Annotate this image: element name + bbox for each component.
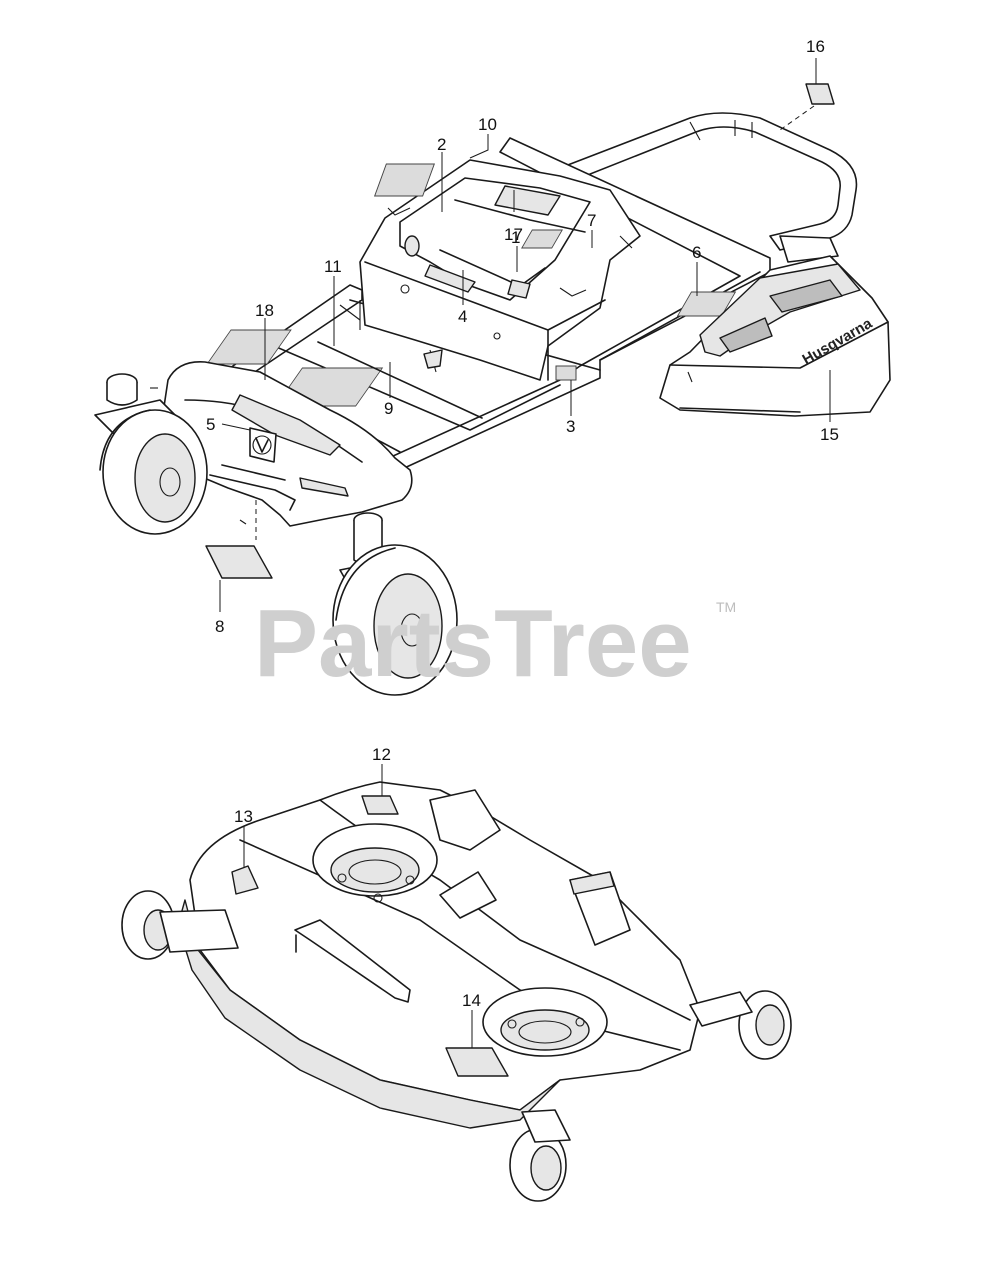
chassis-frame-assembly: Husqvarna	[94, 83, 891, 696]
callout-9: 9	[384, 399, 393, 418]
side-fender-cover: Husqvarna	[659, 255, 891, 417]
deck-wheel-front	[509, 1109, 571, 1202]
callout-leaders	[219, 58, 831, 1048]
callout-1: 1	[511, 228, 520, 247]
callout-5: 5	[206, 415, 215, 434]
watermark-text: PartsTree	[254, 590, 692, 697]
callout-16: 16	[806, 37, 825, 56]
decal-8	[205, 545, 273, 579]
callout-10: 10	[478, 115, 497, 134]
decal-11	[206, 329, 292, 365]
watermark-trademark: TM	[716, 599, 736, 615]
front-left-caster	[94, 373, 208, 535]
callout-4: 4	[458, 307, 467, 326]
callout-7: 7	[587, 211, 596, 230]
callout-3: 3	[566, 417, 575, 436]
deck-wheel-left	[121, 890, 239, 960]
decal-10	[373, 163, 435, 197]
deck-wheel-right-rear	[689, 990, 792, 1060]
center-hood	[359, 159, 641, 381]
callout-14: 14	[462, 991, 481, 1010]
decal-13	[231, 865, 259, 895]
watermark: PartsTree TM	[254, 590, 736, 697]
front-bumper	[161, 361, 413, 527]
callout-12: 12	[372, 745, 391, 764]
callout-8: 8	[215, 617, 224, 636]
front-right-caster	[332, 512, 458, 696]
decal-7	[521, 229, 563, 249]
husqvarna-badge	[249, 427, 277, 463]
callout-2: 2	[437, 135, 446, 154]
rear-handle-bar	[559, 112, 858, 263]
callout-13: 13	[234, 807, 253, 826]
decal-14	[445, 1047, 509, 1077]
callout-15: 15	[820, 425, 839, 444]
callout-17: 17	[504, 225, 523, 244]
callout-18: 18	[255, 301, 274, 320]
mower-deck-assembly	[121, 781, 792, 1202]
callout-11: 11	[324, 257, 342, 276]
decal-12	[361, 795, 399, 815]
decal-3	[555, 365, 577, 381]
callout-numbers: 1 2 3 4 5 6 7 8 9 10 11 12 13 14 15 16 1…	[206, 37, 839, 1010]
decal-6	[676, 291, 737, 317]
decal-16	[805, 83, 835, 105]
callout-6: 6	[692, 243, 701, 262]
